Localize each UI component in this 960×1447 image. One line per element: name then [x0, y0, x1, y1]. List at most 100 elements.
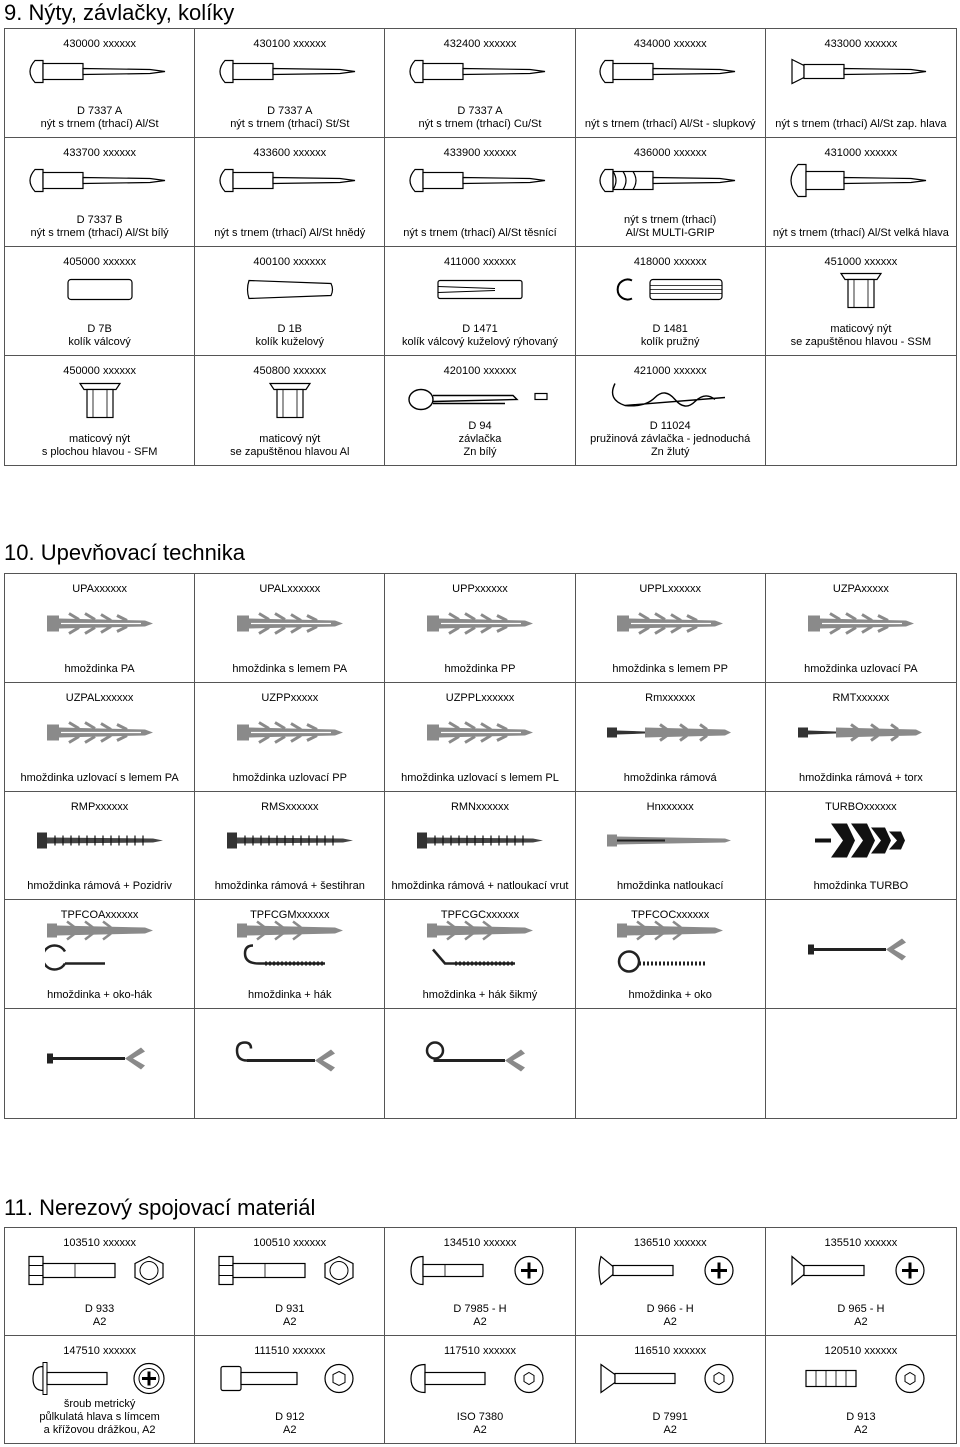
frame-plug-screw-icon: [415, 829, 545, 858]
product-label-line: pružinová závlačka - jednoduchá: [590, 433, 751, 445]
rivet-icon: [215, 57, 365, 92]
product-cell: UPPLxxxxxx hmoždinka s lemem PP: [575, 574, 766, 683]
product-code: UZPAxxxxx: [832, 583, 889, 595]
product-label-line: nýt s trnem (trhací) Al/St: [40, 118, 159, 130]
product-code: 147510 xxxxxx: [63, 1344, 136, 1357]
section-title-fastening: 10. Upevňovací technika: [4, 540, 245, 565]
product-cell: [5, 1009, 196, 1118]
product-label-line: hmoždinka natloukací: [616, 880, 724, 893]
section-title-stainless: 11. Nerezový spojovací materiál: [4, 1195, 316, 1220]
flange-screw-icon: [25, 1358, 175, 1403]
product-code: TPFCOCxxxxxx: [631, 909, 710, 922]
product-label: hmoždinka + oko-hák: [5, 989, 194, 1002]
plug-angled-hook-icon: [425, 920, 535, 985]
plug-eye-hook-icon: [40, 920, 155, 985]
hex-bolt-icon: [25, 1250, 175, 1295]
product-code: 450800 xxxxxx: [253, 365, 327, 377]
product-label-line: D 7B: [87, 323, 112, 335]
product-label-line: D 931: [275, 1302, 305, 1315]
product-label: hmoždinka rámová + Pozidriv: [5, 880, 194, 893]
cylindrical-pin-icon: [65, 277, 135, 308]
product-label-line: hmoždinka uzlovací s lemem PL: [401, 771, 559, 784]
product-code: 116510 xxxxxx: [634, 1344, 707, 1357]
rivet-icon: [25, 166, 175, 201]
product-label: hmoždinka + hák: [195, 989, 384, 1002]
product-label-line: D 7337 A: [457, 105, 503, 117]
product-code: 430000 xxxxxx: [63, 38, 136, 50]
product-label-line: A2: [663, 1424, 677, 1436]
product-code: UPAxxxxxx: [72, 583, 127, 595]
product-label: hmoždinka s lemem PP: [576, 663, 765, 676]
product-label: nýt s trnem (trhací) Al/St velká hlava: [766, 227, 956, 240]
product-code: 421000 xxxxxx: [633, 365, 707, 377]
product-label: hmoždinka TURBO: [766, 880, 956, 893]
cotter-pin-icon: [405, 379, 555, 424]
product-label: hmoždinka natloukací: [576, 880, 765, 893]
product-label-line: A2: [283, 1424, 297, 1436]
spring-cotter-icon: [605, 377, 735, 426]
product-label-line: hmoždinka uzlovací PA: [804, 662, 918, 675]
product-label-line: nýt s trnem (trhací) Cu/St: [418, 118, 542, 130]
product-code: Rmxxxxxx: [645, 691, 696, 704]
product-label-line: ISO 7380: [456, 1411, 504, 1423]
set-screw-icon: [786, 1358, 936, 1403]
product-code: UZPALxxxxxx: [65, 691, 134, 704]
product-code: 136510 xxxxxx: [633, 1237, 707, 1249]
product-label-line: se zapuštěnou hlavou Al: [230, 446, 350, 458]
product-code: UPPLxxxxxx: [639, 583, 702, 595]
spring-toggle-hook-icon: [235, 1039, 345, 1084]
product-label: hmoždinka PP: [385, 663, 574, 676]
product-label-line: A2: [283, 1315, 297, 1328]
rivet-nut-icon: [78, 379, 122, 424]
product-label-line: hmoždinka s lemem PP: [612, 662, 728, 675]
wall-plug-icon: [45, 609, 155, 642]
product-label: nýt s trnem (trhací) Al/St těsnící: [385, 227, 574, 240]
product-label-line: D 7337 B: [76, 214, 123, 226]
section-title-rivets: 9. Nýty, závlačky, kolíky: [4, 0, 235, 25]
product-label-line: kolík pružný: [640, 336, 700, 348]
product-code: RMSxxxxxx: [261, 800, 319, 813]
product-cell: [195, 1009, 386, 1118]
product-code: 433000 xxxxxx: [824, 38, 898, 50]
product-code: 420100 xxxxxx: [443, 365, 517, 377]
product-cell: [765, 900, 956, 1010]
product-label: hmoždinka + oko: [576, 989, 765, 1002]
product-code: 134510 xxxxxx: [443, 1237, 517, 1249]
product-label: nýt s trnem (trhací)Al/St MULTI-GRIP: [576, 214, 765, 240]
product-cell: [385, 1009, 576, 1118]
product-label-line: hmoždinka rámová: [623, 771, 717, 784]
product-label-line: D 7991: [652, 1411, 688, 1423]
product-label-line: a křížovou drážkou, A2: [43, 1424, 156, 1436]
product-code: RMTxxxxxx: [832, 691, 890, 704]
rivet-icon: [215, 166, 365, 201]
product-label: nýt s trnem (trhací) Al/St - slupkový: [576, 118, 765, 131]
product-code: 433700 xxxxxx: [63, 147, 136, 159]
product-code: RMPxxxxxx: [70, 800, 129, 813]
